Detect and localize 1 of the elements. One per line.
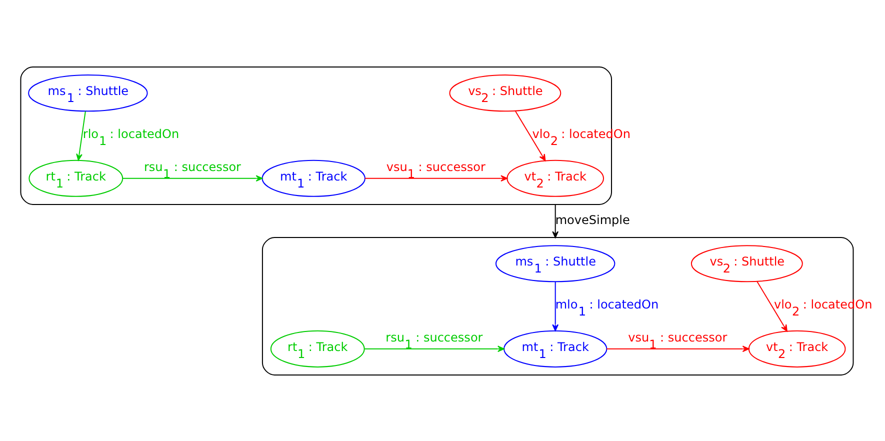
edge-label: moveSimple — [555, 212, 630, 227]
